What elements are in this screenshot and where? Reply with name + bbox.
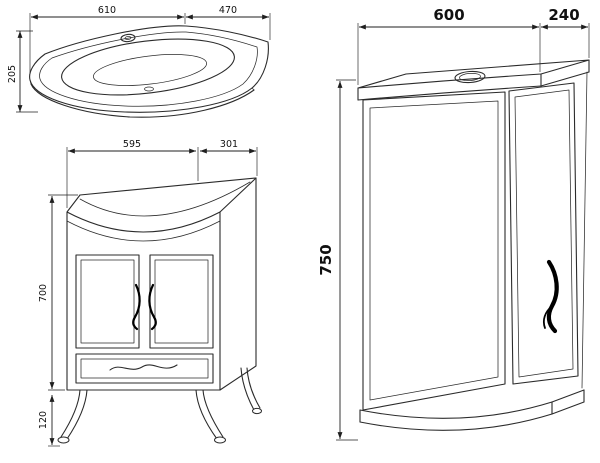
sink-depth-dimension: 470 bbox=[186, 5, 271, 40]
vanity-drawer bbox=[75, 353, 214, 384]
sink-depth-label: 470 bbox=[219, 5, 237, 16]
vanity-cabinet-shape bbox=[57, 177, 262, 444]
mirror-cabinet-shape bbox=[357, 59, 590, 431]
mirror-door-handle bbox=[546, 259, 559, 334]
vanity-height-label: 700 bbox=[38, 284, 49, 302]
mirror-side-door bbox=[508, 82, 579, 385]
sink-apron bbox=[30, 83, 255, 118]
mirror-depth-label: 240 bbox=[548, 6, 579, 24]
vanity-left-door-handle bbox=[132, 283, 141, 331]
mirror-canopy bbox=[357, 59, 590, 101]
vanity-width-label: 595 bbox=[123, 139, 141, 150]
sink-width-label: 610 bbox=[98, 5, 116, 16]
mirror-width-label: 600 bbox=[433, 6, 464, 24]
vanity-leg-height-label: 120 bbox=[38, 411, 49, 429]
vanity-drawer-handle bbox=[109, 364, 178, 371]
vanity-depth-label: 301 bbox=[220, 139, 238, 150]
sink-height-dimension: 205 bbox=[7, 30, 38, 113]
mirror-bottom-shelf bbox=[359, 389, 585, 431]
washbasin-shape bbox=[29, 25, 269, 118]
mirror-panel bbox=[362, 91, 506, 411]
faucet-hole-inner bbox=[124, 36, 132, 40]
vanity-depth-dimension: 301 bbox=[200, 139, 258, 176]
washbasin-drawing: 610 470 205 bbox=[7, 5, 271, 118]
sink-height-label: 205 bbox=[7, 65, 18, 83]
vanity-leg-height-dimension: 120 bbox=[38, 395, 60, 447]
mirror-width-dimension: 600 bbox=[357, 6, 541, 85]
vanity-width-dimension: 595 bbox=[66, 139, 199, 208]
faucet-hole bbox=[120, 33, 136, 43]
mirror-height-dimension: 750 bbox=[317, 79, 358, 441]
spotlight-hole bbox=[454, 70, 486, 84]
vanity-legs bbox=[57, 367, 262, 444]
vanity-right-door-handle bbox=[148, 283, 157, 331]
mirror-height-label: 750 bbox=[317, 244, 335, 275]
vanity-left-door bbox=[75, 254, 140, 349]
vanity-right-door bbox=[149, 254, 214, 349]
mirror-cabinet-drawing: 600 240 750 bbox=[317, 6, 590, 441]
sink-width-dimension: 610 bbox=[29, 5, 186, 74]
vanity-drawing: 595 301 700 120 bbox=[38, 139, 262, 447]
overflow-hole bbox=[144, 86, 154, 92]
vanity-height-dimension: 700 bbox=[38, 194, 78, 391]
mirror-depth-dimension: 240 bbox=[541, 6, 590, 58]
